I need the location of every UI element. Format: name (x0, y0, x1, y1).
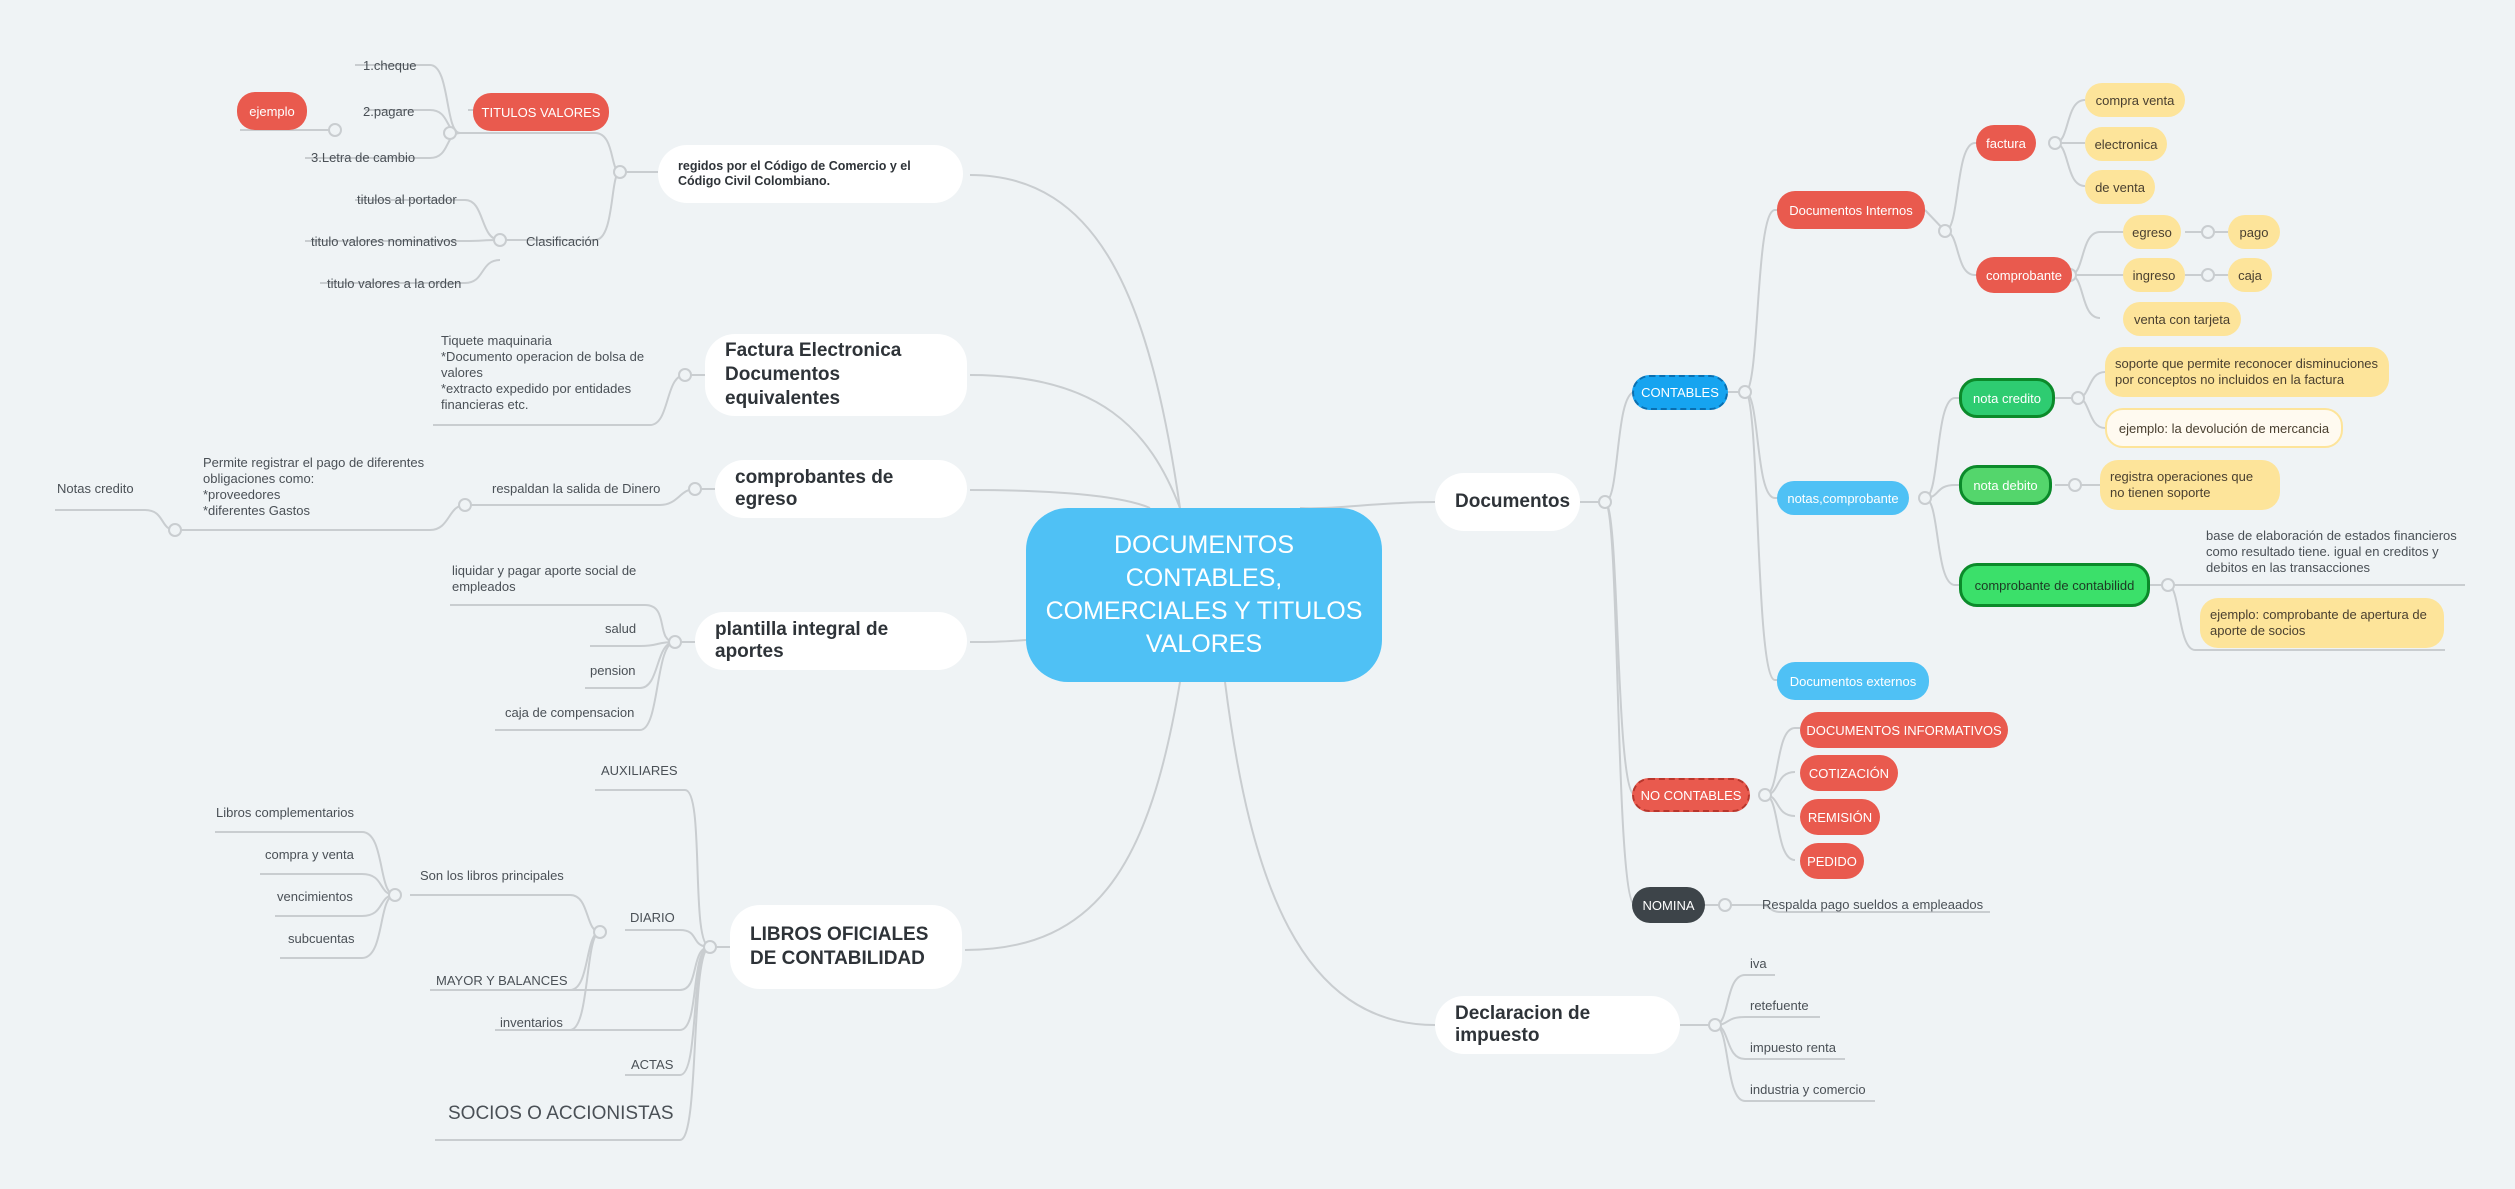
topic-declaracion-impuesto[interactable]: Declaracion de impuesto (1435, 996, 1680, 1054)
topic-nota-credito[interactable]: nota credito (1959, 378, 2055, 418)
topic-liquidar-aporte[interactable]: liquidar y pagar aporte social de emplea… (452, 563, 637, 594)
topic-caja[interactable]: caja (2228, 258, 2272, 292)
topic-factura[interactable]: factura (1976, 125, 2036, 161)
topic-pagare[interactable]: 2.pagare (363, 104, 415, 119)
topic-diario[interactable]: DIARIO (630, 910, 675, 925)
topic-documentos-informativos[interactable]: DOCUMENTOS INFORMATIVOS (1800, 712, 2008, 748)
topic-respaldan-salida[interactable]: respaldan la salida de Dinero (492, 481, 661, 496)
topic-cotizacion[interactable]: COTIZACIÓN (1800, 755, 1898, 791)
topic-titulos-nominativos[interactable]: titulo valores nominativos (311, 234, 457, 249)
topic-comprobante-contabilidad[interactable]: comprobante de contabilidd (1959, 563, 2150, 607)
topic-registra-operaciones[interactable]: registra operaciones que no tienen sopor… (2100, 460, 2280, 510)
topic-electronica[interactable]: electronica (2085, 127, 2167, 161)
topic-titulos-orden[interactable]: titulo valores a la orden (327, 276, 462, 291)
topic-industria-comercio[interactable]: industria y comercio (1750, 1082, 1866, 1097)
topic-cheque[interactable]: 1.cheque (363, 58, 417, 73)
topic-comprobante[interactable]: comprobante (1976, 257, 2072, 293)
topic-plantilla-aportes[interactable]: plantilla integral de aportes (695, 612, 967, 670)
topic-retefuente[interactable]: retefuente (1750, 998, 1809, 1013)
topic-letra-cambio[interactable]: 3.Letra de cambio (311, 150, 416, 165)
topic-ejemplo-apertura[interactable]: ejemplo: comprobante de apertura de apor… (2200, 598, 2444, 648)
topic-remision[interactable]: REMISIÓN (1800, 799, 1880, 835)
topic-respalda-pago[interactable]: Respalda pago sueldos a empleaados (1762, 897, 1984, 912)
topic-titulos-valores[interactable]: TITULOS VALORES (473, 93, 609, 131)
central-topic[interactable]: DOCUMENTOS CONTABLES, COMERCIALES Y TITU… (1026, 508, 1382, 682)
topic-base-elaboracion[interactable]: base de elaboración de estados financier… (2206, 528, 2457, 575)
topic-mayor-balances[interactable]: MAYOR Y BALANCES (436, 973, 568, 988)
topic-pago[interactable]: pago (2228, 215, 2280, 249)
topic-libros-oficiales[interactable]: LIBROS OFICIALES DE CONTABILIDAD (730, 905, 962, 989)
topic-clasificacion[interactable]: Clasificación (526, 234, 599, 249)
topic-subcuentas[interactable]: subcuentas (288, 931, 355, 946)
topic-salud[interactable]: salud (605, 621, 637, 636)
topic-inventarios[interactable]: inventarios (500, 1015, 563, 1030)
topic-documentos-internos[interactable]: Documentos Internos (1777, 191, 1925, 229)
topic-caja-compensacion[interactable]: caja de compensacion (505, 705, 635, 720)
topic-compra-venta[interactable]: compra y venta (265, 847, 354, 862)
topic-auxiliares[interactable]: AUXILIARES (601, 763, 678, 778)
topic-regidos-codigo[interactable]: regidos por el Código de Comercio y el C… (658, 145, 963, 203)
topic-nota-debito[interactable]: nota debito (1959, 465, 2052, 505)
topic-permite-registrar[interactable]: Permite registrar el pago de diferentes … (203, 455, 425, 518)
topic-compra-venta-doc[interactable]: compra venta (2085, 83, 2185, 117)
topic-no-contables[interactable]: NO CONTABLES (1632, 778, 1750, 812)
topic-de-venta[interactable]: de venta (2085, 170, 2155, 204)
topic-tiquete-maquinaria[interactable]: Tiquete maquinaria *Documento operacion … (441, 333, 645, 412)
topic-venta-tarjeta[interactable]: venta con tarjeta (2123, 302, 2241, 336)
topic-libros-complementarios[interactable]: Libros complementarios (216, 805, 355, 820)
topic-documentos[interactable]: Documentos (1435, 473, 1580, 531)
topic-nomina[interactable]: NOMINA (1632, 887, 1705, 923)
topic-ejemplo[interactable]: ejemplo (237, 92, 307, 130)
topic-titulos-portador[interactable]: titulos al portador (357, 192, 457, 207)
topic-documentos-externos[interactable]: Documentos externos (1777, 662, 1929, 700)
topic-soporte-disminuciones[interactable]: soporte que permite reconocer disminucio… (2105, 347, 2389, 397)
topic-pedido[interactable]: PEDIDO (1800, 843, 1864, 879)
topic-iva[interactable]: iva (1750, 956, 1767, 971)
topic-ingreso[interactable]: ingreso (2123, 258, 2185, 292)
topic-egreso[interactable]: egreso (2123, 215, 2181, 249)
topic-actas[interactable]: ACTAS (631, 1057, 674, 1072)
topic-notas-credito[interactable]: Notas credito (57, 481, 134, 496)
topic-socios-accionistas[interactable]: SOCIOS O ACCIONISTAS (448, 1103, 674, 1124)
topic-contables[interactable]: CONTABLES (1632, 375, 1728, 410)
topic-libros-principales[interactable]: Son los libros principales (420, 868, 564, 883)
topic-factura-electronica[interactable]: Factura Electronica Documentos equivalen… (705, 334, 967, 416)
topic-comprobantes-egreso[interactable]: comprobantes de egreso (715, 460, 967, 518)
topic-pension[interactable]: pension (590, 663, 636, 678)
topic-notas-comprobante[interactable]: notas,comprobante (1777, 481, 1909, 515)
topic-ejemplo-devolucion[interactable]: ejemplo: la devolución de mercancia (2105, 408, 2343, 448)
topic-vencimientos[interactable]: vencimientos (277, 889, 353, 904)
topic-impuesto-renta[interactable]: impuesto renta (1750, 1040, 1836, 1055)
